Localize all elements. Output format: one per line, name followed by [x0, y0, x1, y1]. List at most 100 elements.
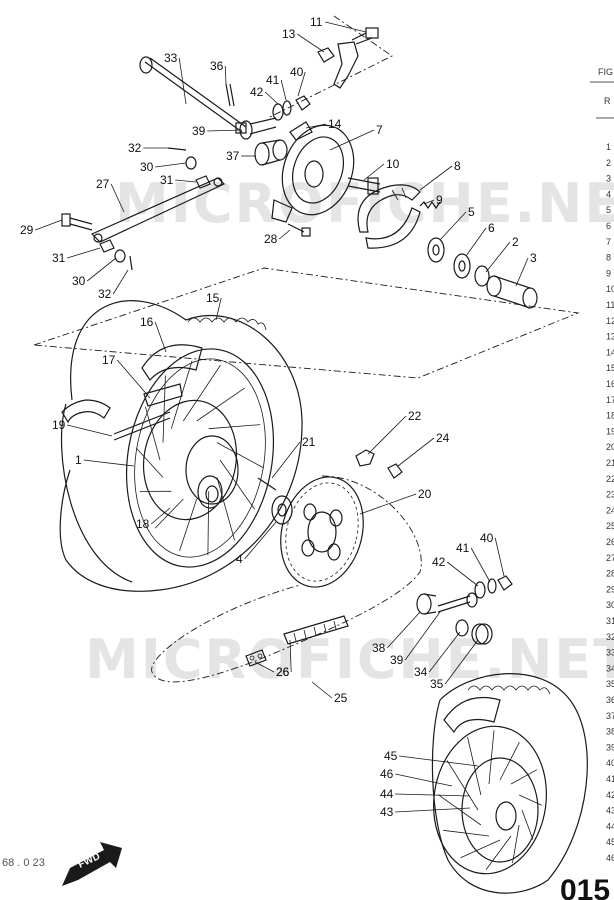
inset-spoke	[443, 829, 490, 837]
leader-2	[485, 241, 511, 273]
spoke	[179, 498, 198, 552]
margin-item-15: 15	[606, 363, 614, 373]
leader-29	[35, 219, 63, 231]
leader-10	[363, 163, 385, 181]
margin-item-21: 21	[606, 458, 614, 468]
leader-32	[112, 269, 129, 295]
leader-21	[271, 441, 301, 479]
bracket-14	[289, 121, 313, 141]
callout-26: 26	[276, 665, 290, 679]
spoke	[182, 364, 221, 422]
callout-43: 43	[380, 805, 394, 819]
margin-item-34: 34	[606, 663, 614, 673]
margin-item-8: 8	[606, 253, 611, 263]
spoke	[196, 387, 246, 422]
leader-1	[83, 459, 135, 467]
margin-item-32: 32	[606, 632, 614, 642]
bearing-5	[427, 237, 445, 263]
driven-sprocket	[280, 476, 364, 588]
spoke	[170, 360, 193, 429]
page-number-fragment: 015	[560, 874, 610, 900]
leader-16	[154, 321, 167, 353]
callout-16: 16	[140, 315, 154, 329]
callout-17: 17	[102, 353, 116, 367]
rim-band	[143, 383, 183, 407]
margin-item-2: 2	[606, 158, 611, 168]
leader-lines	[35, 21, 529, 813]
callout-30: 30	[72, 274, 86, 288]
leader-39	[207, 129, 243, 132]
callout-14: 14	[328, 117, 342, 131]
leader-3	[515, 257, 529, 287]
callout-3: 3	[530, 251, 537, 265]
leader-31	[175, 179, 197, 183]
margin-item-38: 38	[606, 727, 614, 737]
callout-11: 11	[310, 15, 323, 29]
callout-5: 5	[468, 205, 475, 219]
callout-32: 32	[98, 287, 112, 301]
inset-spoke	[512, 824, 520, 864]
callout-7: 7	[376, 123, 383, 137]
callout-28: 28	[264, 232, 278, 246]
callout-31: 31	[52, 251, 66, 265]
leader-34	[428, 631, 461, 673]
rear-tire	[59, 300, 303, 592]
callout-8: 8	[454, 159, 461, 173]
callout-39: 39	[390, 653, 404, 667]
inset-spoke	[446, 760, 479, 811]
leader-11	[325, 21, 367, 33]
margin-item-30: 30	[606, 600, 614, 610]
leader-17	[116, 359, 151, 399]
margin-item-44: 44	[606, 821, 614, 831]
leader-26	[254, 661, 275, 673]
inset-spoke	[485, 835, 512, 871]
margin-item-45: 45	[606, 837, 614, 847]
margin-item-16: 16	[606, 379, 614, 389]
leader-33	[178, 57, 187, 105]
inset-spoke	[437, 794, 482, 826]
bearing-4	[271, 495, 293, 525]
leader-30	[155, 162, 187, 168]
inset-spoke	[467, 736, 482, 796]
margin-item-39: 39	[606, 742, 614, 752]
callout-2: 2	[512, 235, 519, 249]
margin-item-25: 25	[606, 521, 614, 531]
margin-item-28: 28	[606, 569, 614, 579]
spoke	[145, 406, 161, 461]
callout-27: 27	[96, 177, 110, 191]
washer-34	[455, 619, 469, 637]
margin-item-14: 14	[606, 347, 614, 357]
bearing-6	[453, 253, 471, 279]
margin-item-43: 43	[606, 806, 614, 816]
rear-hub	[142, 399, 239, 521]
leader-43	[395, 807, 471, 813]
callout-33: 33	[164, 51, 178, 65]
inset-spoke	[460, 839, 501, 859]
leader-39	[404, 611, 441, 661]
nut-40	[295, 95, 311, 111]
leader-30	[86, 257, 117, 282]
washer-42	[272, 103, 284, 121]
leader-25	[311, 681, 333, 699]
adjuster-bolt-39b	[437, 592, 478, 613]
bottom-code: 68 . 0 23	[2, 857, 45, 869]
leader-38	[386, 611, 421, 649]
callout-35: 35	[430, 677, 444, 691]
forward-arrow: FWD	[62, 842, 122, 886]
callout-32: 32	[128, 141, 142, 155]
margin-item-18: 18	[606, 411, 614, 421]
callout-21: 21	[302, 435, 316, 449]
callout-10: 10	[386, 157, 400, 171]
margin-item-17: 17	[606, 395, 614, 405]
callout-22: 22	[408, 409, 422, 423]
margin-item-24: 24	[606, 505, 614, 515]
cotter-pin	[225, 83, 235, 107]
margin-item-27: 27	[606, 553, 614, 563]
nut-31a	[195, 175, 211, 189]
inset-spoke	[488, 730, 495, 785]
brake-cam-lever	[333, 41, 359, 89]
callout-36: 36	[210, 59, 224, 73]
spoke	[162, 375, 166, 443]
margin-item-5: 5	[606, 205, 611, 215]
leader-45	[399, 755, 479, 767]
